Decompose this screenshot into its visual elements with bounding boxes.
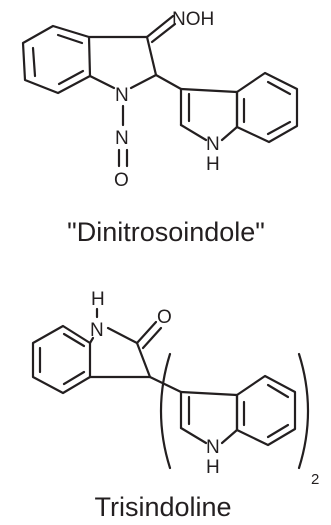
indole-pyrrole-ring-2: N H [179, 390, 239, 478]
indole-h-atom: H [206, 154, 220, 175]
right-bracket [297, 352, 310, 470]
benzene-ring-2 [31, 324, 92, 395]
benzene-ring-1 [21, 24, 92, 95]
h-atom-top: H [91, 289, 105, 310]
pyrrolidine-ring-1 [87, 35, 158, 90]
lactam-ring: O [88, 307, 172, 379]
oxime-group: NOH [145, 9, 214, 44]
nitroso-n-atom: N [115, 128, 129, 149]
multiplier-subscript: 2 [311, 471, 319, 488]
indole-n-atom-2: N [206, 437, 220, 458]
caption-dinitrosoindole: "Dinitrosoindole" [67, 217, 265, 247]
left-bracket [159, 352, 172, 470]
indole-pyrrole-ring-1: N H [179, 87, 239, 175]
n-atom-top: N [90, 320, 104, 341]
indole-h-atom-2: H [206, 457, 220, 478]
indole-n-atom: N [206, 134, 220, 155]
nitroso-group: N O [114, 104, 129, 191]
carbonyl-o-atom: O [157, 307, 172, 328]
oxime-label: NOH [172, 9, 214, 30]
structure-dinitrosoindole: NOH N N O N H [21, 9, 299, 191]
caption-trisindoline: Trisindoline [94, 492, 231, 522]
indole-benzene-ring-2 [235, 374, 297, 447]
indole-benzene-ring-1 [235, 71, 299, 144]
structure-trisindoline: H N O 2 [31, 289, 319, 488]
nitroso-o-atom: O [114, 170, 129, 191]
n1-atom: N [115, 85, 129, 106]
